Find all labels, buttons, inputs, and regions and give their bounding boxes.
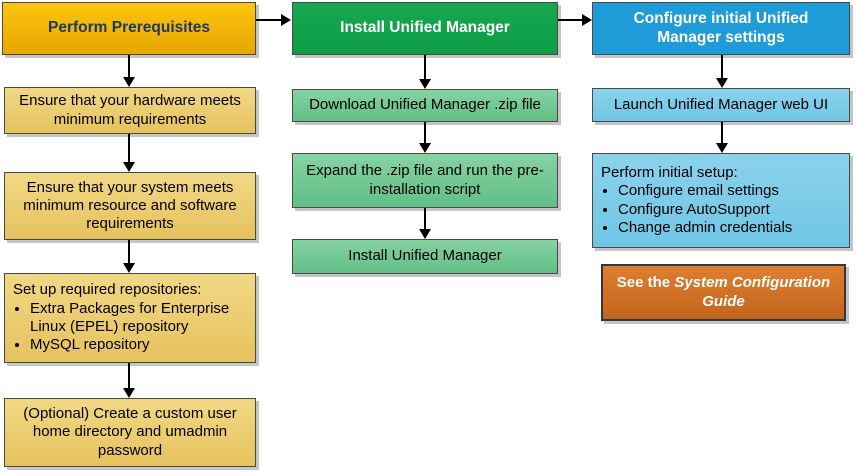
flow-box-hardware-requirements: Ensure that your hardware meets minimum … <box>4 87 256 134</box>
see-guide-title: System Configuration Guide <box>674 274 831 310</box>
flow-box-system-requirements: Ensure that your system meets minimum re… <box>4 172 256 240</box>
arrow-right-icon <box>281 14 291 26</box>
arrow-down-icon <box>716 78 728 88</box>
header-install-unified-manager: Install Unified Manager <box>292 2 558 55</box>
header-configure-initial-settings: Configure initial Unified Manager settin… <box>592 2 850 55</box>
initial-setup-bullet-list: Configure email settings Configure AutoS… <box>601 182 792 237</box>
connector-line <box>721 122 723 145</box>
initial-setup-title: Perform initial setup: <box>601 163 738 181</box>
connector-line <box>424 122 426 145</box>
bullet-configure-autosupport: Configure AutoSupport <box>618 201 792 219</box>
flow-box-repositories: Set up required repositories: Extra Pack… <box>4 273 256 363</box>
repositories-bullet-list: Extra Packages for Enterprise Linux (EPE… <box>13 300 246 355</box>
flow-box-download-zip: Download Unified Manager .zip file <box>292 89 558 122</box>
connector-line <box>256 19 282 21</box>
arrow-down-icon <box>716 143 728 153</box>
flow-box-initial-setup: Perform initial setup: Configure email s… <box>592 153 850 248</box>
arrow-down-icon <box>123 263 135 273</box>
arrow-down-icon <box>419 79 431 89</box>
connector-line <box>128 240 130 265</box>
connector-line <box>128 134 130 164</box>
connector-line <box>558 19 583 21</box>
repositories-title: Set up required repositories: <box>13 281 202 299</box>
connector-line <box>128 363 130 390</box>
arrow-down-icon <box>123 77 135 87</box>
flow-box-optional-home-directory: (Optional) Create a custom user home dir… <box>4 398 256 467</box>
arrow-down-icon <box>419 143 431 153</box>
bullet-epel-repository: Extra Packages for Enterprise Linux (EPE… <box>30 300 246 337</box>
see-guide-prefix: See the <box>616 274 675 292</box>
flow-box-expand-zip: Expand the .zip file and run the pre-ins… <box>292 153 558 208</box>
bullet-change-admin-credentials: Change admin credentials <box>618 219 792 237</box>
header-perform-prerequisites: Perform Prerequisites <box>2 2 256 55</box>
flow-box-see-configuration-guide: See the System Configuration Guide <box>601 264 846 321</box>
flow-box-launch-web-ui: Launch Unified Manager web UI <box>592 88 850 122</box>
connector-line <box>128 55 130 79</box>
flow-box-install-step: Install Unified Manager <box>292 239 558 274</box>
bullet-configure-email: Configure email settings <box>618 182 792 200</box>
see-guide-text: See the System Configuration Guide <box>612 274 835 311</box>
arrow-right-icon <box>582 14 592 26</box>
arrow-down-icon <box>123 388 135 398</box>
connector-line <box>424 55 426 81</box>
connector-line <box>721 55 723 80</box>
arrow-down-icon <box>123 162 135 172</box>
connector-line <box>424 208 426 231</box>
bullet-mysql-repository: MySQL repository <box>30 336 246 354</box>
arrow-down-icon <box>419 229 431 239</box>
